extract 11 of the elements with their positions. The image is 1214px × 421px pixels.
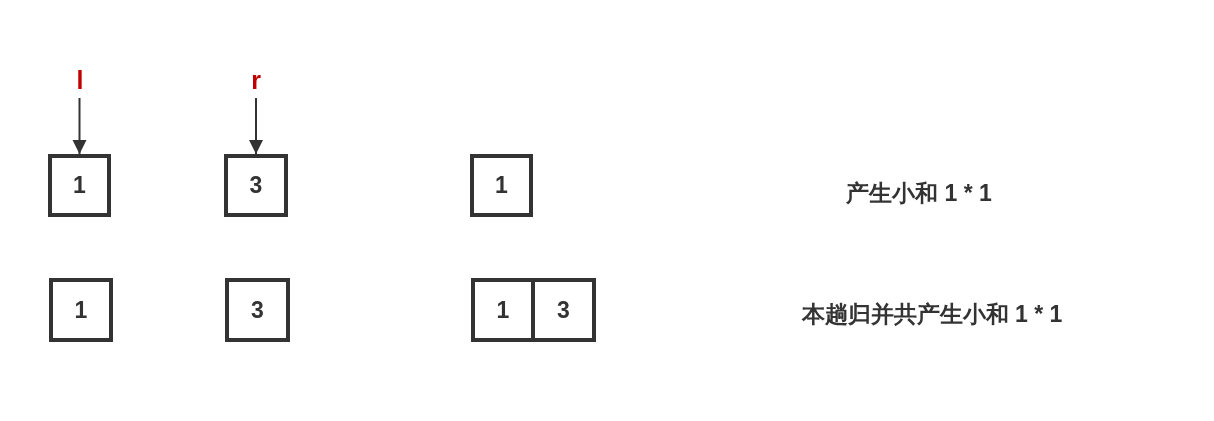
number-box: 3: [224, 154, 288, 217]
number-box: 3: [225, 278, 290, 342]
note-text: 产生小和 1 * 1: [846, 179, 992, 208]
arrow: [249, 97, 263, 155]
number-box: 1: [48, 154, 111, 217]
note-text: 本趟归并共产生小和 1 * 1: [801, 300, 1063, 329]
arrow: [72, 97, 87, 155]
pointer-label: l: [66, 62, 94, 98]
number-box: 1: [49, 278, 113, 342]
number-box: 1: [470, 154, 533, 217]
pointer-label: r: [242, 62, 270, 98]
